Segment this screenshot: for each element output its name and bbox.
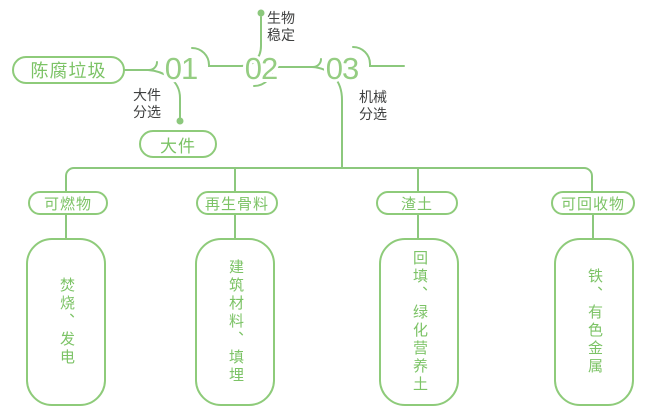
main-line-segment-2 [191,16,262,67]
box-recyclables-uses: 铁、有色金属 [554,238,634,406]
box-combustibles-uses: 焚烧、发电 [26,238,106,406]
combustibles-uses-text: 焚烧、发电 [58,277,75,367]
connector-dot-bulky [176,117,184,125]
main-line-segment-4 [352,46,405,67]
recycled-aggregate-uses-text: 建筑材料、填埋 [227,259,244,385]
step-label-bulky-sorting: 大件 分选 [133,87,161,120]
main-line-segment-1 [124,61,158,71]
slag-soil-uses-text: 回填、绿化营养土 [411,250,428,394]
node-bulky-item: 大件 [139,130,217,158]
node-recycled-aggregate: 再生骨料 [196,191,278,215]
step-label-bio-stabilization: 生物 稳定 [267,10,295,43]
feeder-line-mechanical [311,66,343,169]
node-source: 陈腐垃圾 [12,56,125,84]
node-combustibles: 可燃物 [28,191,108,215]
recyclables-uses-text: 铁、有色金属 [586,268,603,376]
step-label-mechanical-sorting: 机械 分选 [359,89,387,122]
distribution-bar [65,167,593,193]
step-number-02: 02 [244,51,278,86]
box-recycled-aggregate-uses: 建筑材料、填埋 [195,238,275,406]
step-number-01: 01 [164,51,198,86]
main-line-segment-3 [253,58,322,87]
step-number-03: 03 [325,51,359,86]
branch-line-bulky [147,69,181,119]
box-slag-soil-uses: 回填、绿化营养土 [379,238,459,406]
node-recyclables: 可回收物 [551,191,635,215]
node-slag-soil: 渣土 [376,191,458,215]
connector-dot-bio [257,9,265,17]
